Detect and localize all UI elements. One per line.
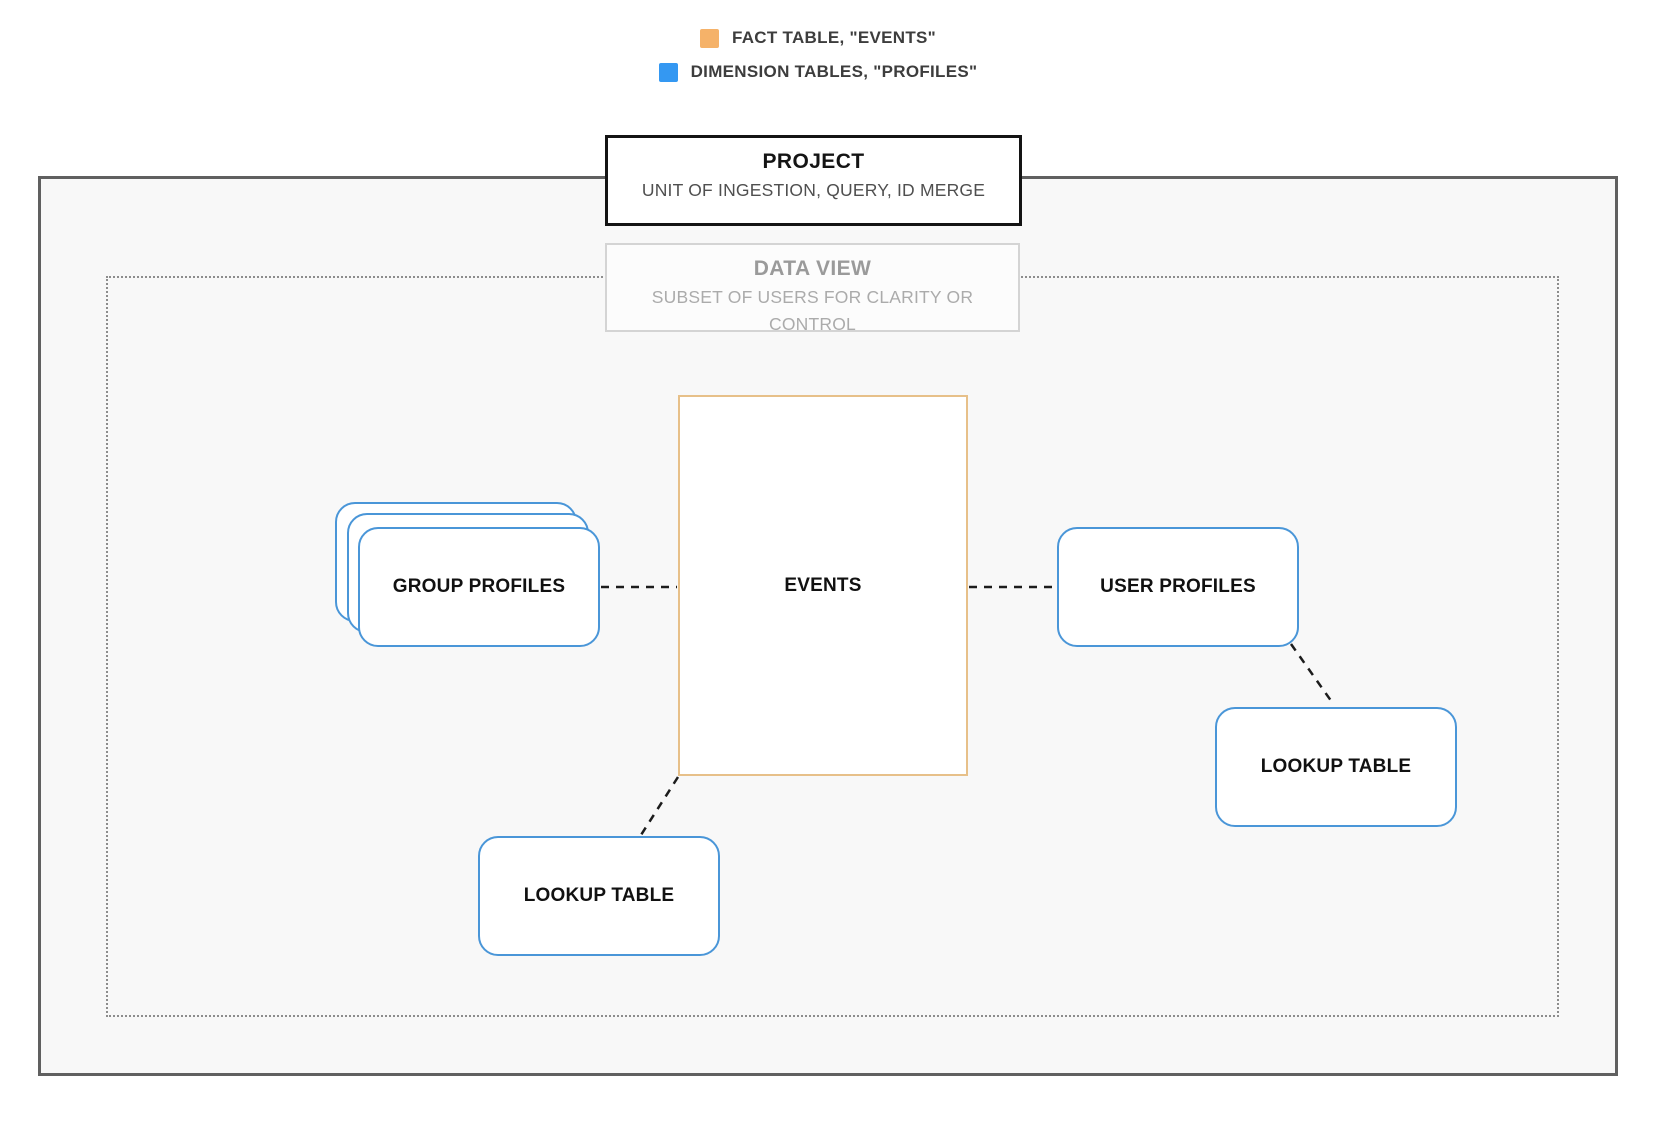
- data-view-title: DATA VIEW: [753, 257, 872, 280]
- node-user-profiles-label: USER PROFILES: [1100, 576, 1256, 597]
- node-lookup-table-right: LOOKUP TABLE: [1215, 707, 1457, 827]
- edge-events-lookup-table: [639, 776, 680, 836]
- node-lookup-table-bottom: LOOKUP TABLE: [478, 836, 720, 956]
- project-subtitle: UNIT OF INGESTION, QUERY, ID MERGE: [641, 180, 986, 200]
- legend: FACT TABLE, "EVENTS" DIMENSION TABLES, "…: [0, 28, 1636, 82]
- dimension-table-swatch: [658, 62, 678, 82]
- data-view-subtitle: SUBSET OF USERS FOR CLARITY OR CONTROL: [651, 287, 974, 334]
- node-user-profiles: USER PROFILES: [1057, 527, 1299, 647]
- legend-label-fact-table: FACT TABLE, "EVENTS": [731, 28, 937, 47]
- node-group-profiles-label: GROUP PROFILES: [392, 576, 566, 597]
- edge-user-profiles-lookup-table: [1289, 643, 1336, 706]
- node-group-profiles: GROUP PROFILES: [358, 527, 600, 647]
- project-title: PROJECT: [762, 150, 865, 173]
- legend-label-dimension-tables: DIMENSION TABLES, "PROFILES": [690, 62, 978, 81]
- project-header-box: PROJECT UNIT OF INGESTION, QUERY, ID MER…: [605, 135, 1022, 226]
- node-lookup-table-bottom-label: LOOKUP TABLE: [523, 885, 675, 906]
- fact-table-swatch: [699, 28, 719, 48]
- node-lookup-table-right-label: LOOKUP TABLE: [1260, 756, 1412, 777]
- data-view-header-box: DATA VIEW SUBSET OF USERS FOR CLARITY OR…: [605, 243, 1020, 334]
- node-events: EVENTS: [678, 395, 968, 776]
- legend-item-dimension-tables: DIMENSION TABLES, "PROFILES": [658, 62, 978, 82]
- node-events-label: EVENTS: [784, 574, 862, 596]
- legend-item-fact-table: FACT TABLE, "EVENTS": [699, 28, 937, 48]
